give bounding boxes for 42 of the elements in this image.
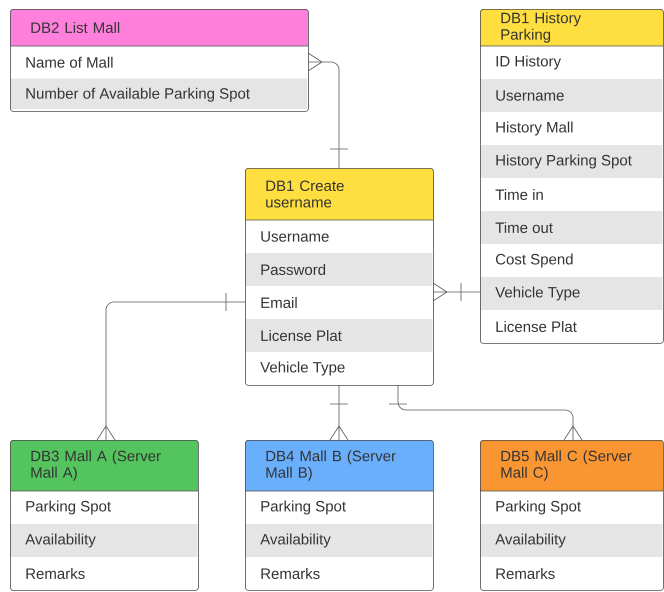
table-header: DB3 Mall A (Server Mall A) bbox=[31, 450, 161, 481]
table-row: History Mall bbox=[496, 122, 572, 136]
entity-table bbox=[244, 440, 434, 591]
table-row: Cost Spend bbox=[496, 254, 573, 268]
table-header: DB5 Mall C (Server Mall C) bbox=[501, 450, 632, 481]
table-row: Username bbox=[496, 90, 564, 101]
table-row: Parking Spot bbox=[26, 500, 111, 514]
table-header: DB4 Mall B (Server Mall B) bbox=[266, 450, 396, 481]
entity-table bbox=[244, 168, 434, 386]
table-row: Number of Available Parking Spot bbox=[26, 88, 250, 102]
relationship-line bbox=[330, 384, 348, 440]
table-header: DB2 List Mall bbox=[31, 22, 120, 33]
relationship-line bbox=[308, 52, 348, 168]
table-row: Availability bbox=[495, 534, 566, 548]
table-row: Password bbox=[261, 264, 326, 275]
table-row: Email bbox=[261, 297, 297, 308]
table-row: Remarks bbox=[261, 568, 320, 579]
table-row: License Plat bbox=[496, 321, 577, 332]
table-row: Time in bbox=[496, 189, 543, 200]
relationship-line bbox=[96, 292, 246, 440]
relationship-line bbox=[432, 282, 480, 302]
relationship-line bbox=[388, 384, 582, 440]
entity-table bbox=[10, 440, 199, 591]
table-header: DB1 Create username bbox=[266, 180, 344, 208]
entity-table bbox=[10, 9, 309, 112]
table-row: Remarks bbox=[26, 568, 85, 579]
table-row: Availability bbox=[25, 534, 96, 548]
table-row: License Plat bbox=[261, 330, 342, 341]
table-header: DB1 History Parking bbox=[501, 12, 581, 43]
table-row: History Parking Spot bbox=[496, 154, 632, 168]
entity-table bbox=[480, 440, 664, 591]
table-row: Vehicle Type bbox=[495, 286, 580, 300]
table-row: Name of Mall bbox=[26, 56, 113, 68]
table-row: Remarks bbox=[496, 568, 555, 579]
table-row: Parking Spot bbox=[261, 500, 346, 514]
entity-table bbox=[480, 9, 664, 344]
table-row: Availability bbox=[260, 534, 331, 548]
table-row: ID History bbox=[496, 56, 561, 70]
table-row: Parking Spot bbox=[496, 500, 581, 514]
table-row: Username bbox=[261, 231, 329, 242]
table-row: Vehicle Type bbox=[260, 362, 345, 376]
table-row: Time out bbox=[496, 222, 553, 233]
